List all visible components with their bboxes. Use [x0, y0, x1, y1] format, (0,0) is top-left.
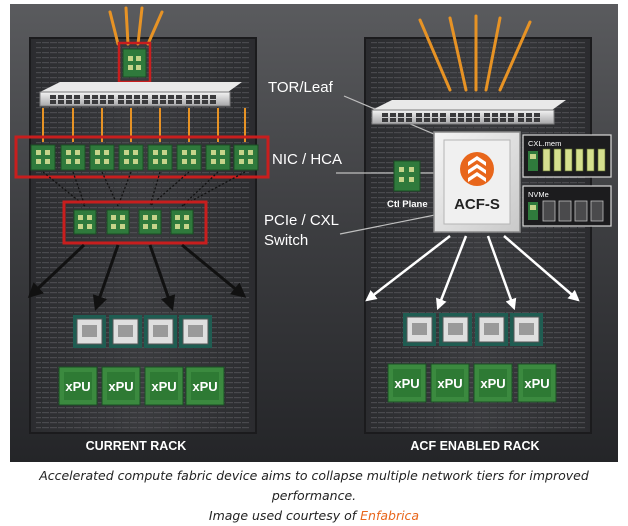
left-uplink-cables — [108, 6, 164, 46]
right-gpu-row — [403, 313, 543, 346]
gpu-module — [510, 313, 543, 346]
nic-chip-row — [30, 144, 259, 171]
xpu-chip: xPU — [185, 366, 225, 406]
xpu-chip: xPU — [101, 366, 141, 406]
nic-chip — [60, 144, 86, 171]
tor-leaf-label: TOR/Leaf — [268, 79, 334, 96]
current-rack-label: CURRENT RACK — [86, 439, 187, 453]
ctl-plane-label: Ctl Plane — [387, 199, 428, 210]
gpu-module — [73, 315, 106, 348]
nvme-drives — [542, 200, 604, 222]
rack-comparison-diagram: xPU xPU xPU xPU TOR/Leaf NIC / HCA PCIe … — [10, 4, 618, 462]
svg-text:xPU: xPU — [192, 379, 217, 394]
nvme-label: NVMe — [528, 190, 549, 199]
xpu-chip: xPU — [58, 366, 98, 406]
right-tor-switch-ports — [382, 113, 540, 122]
right-fanout-arrows — [365, 235, 580, 311]
pcie-chip — [73, 209, 97, 235]
acf-s-label: ACF-S — [454, 196, 500, 213]
gpu-module — [144, 315, 177, 348]
nic-hca-label: NIC / HCA — [272, 151, 342, 168]
right-uplink-cables — [418, 14, 532, 92]
nic-hca-highlight — [14, 135, 270, 179]
acf-enabled-rack-label: ACF ENABLED RACK — [410, 439, 539, 453]
svg-text:xPU: xPU — [65, 379, 90, 394]
nic-chip — [30, 144, 56, 171]
xpu-chip: xPU — [517, 363, 557, 403]
acf-logo-mark — [468, 156, 486, 182]
nic-chip — [118, 144, 144, 171]
nic-chip — [89, 144, 115, 171]
gpu-module — [475, 313, 508, 346]
cxl-memory-sticks — [542, 148, 606, 172]
pcie-chip — [106, 209, 130, 235]
nic-chip — [233, 144, 259, 171]
nic-chip — [176, 144, 202, 171]
xpu-chip: xPU — [430, 363, 470, 403]
pcie-chip-row — [73, 209, 194, 235]
svg-text:xPU: xPU — [108, 379, 133, 394]
caption-line-2: Image used courtesy of Enfabrica — [0, 506, 628, 526]
xpu-chip: xPU — [473, 363, 513, 403]
pcie-chip — [170, 209, 194, 235]
left-tor-chip-cells — [128, 56, 141, 70]
figure-caption: Accelerated compute fabric device aims t… — [0, 466, 628, 526]
left-tor-chip — [122, 48, 147, 78]
left-xpu-row: xPU xPU xPU xPU — [58, 366, 225, 406]
xpu-chip: xPU — [144, 366, 184, 406]
svg-text:xPU: xPU — [437, 376, 462, 391]
gpu-module — [403, 313, 436, 346]
cxl-mem-panel: CXL.mem — [522, 134, 612, 178]
ctl-plane-chip — [393, 160, 421, 192]
left-tor-switch — [40, 82, 242, 92]
caption-prefix: Image used courtesy of — [208, 508, 361, 523]
nic-chip — [205, 144, 231, 171]
svg-text:xPU: xPU — [394, 376, 419, 391]
svg-text:xPU: xPU — [151, 379, 176, 394]
svg-text:xPU: xPU — [480, 376, 505, 391]
gpu-module — [179, 315, 212, 348]
right-xpu-row: xPU xPU xPU xPU — [387, 363, 557, 403]
acf-s-chip: ACF-S — [433, 131, 521, 233]
nic-chip — [147, 144, 173, 171]
svg-text:xPU: xPU — [524, 376, 549, 391]
nvme-panel: NVMe — [522, 185, 612, 227]
right-tor-switch — [372, 100, 566, 110]
nic-to-pcie-dotted-links — [42, 171, 246, 207]
caption-line-1: Accelerated compute fabric device aims t… — [39, 468, 589, 503]
gpu-module — [439, 313, 472, 346]
left-gpu-row — [73, 315, 212, 348]
xpu-chip: xPU — [387, 363, 427, 403]
enfabrica-credit-link[interactable]: Enfabrica — [360, 508, 420, 523]
gpu-module — [109, 315, 142, 348]
left-tor-switch-ports — [50, 95, 216, 104]
pcie-cxl-label-line1: PCIe / CXL — [264, 212, 339, 229]
acf-logo — [460, 152, 494, 186]
pcie-switch-highlight — [62, 200, 208, 245]
pcie-cxl-label-line2: Switch — [264, 232, 308, 249]
cxl-mem-label: CXL.mem — [528, 139, 561, 148]
pcie-chip — [138, 209, 162, 235]
left-fanout-arrows — [27, 243, 247, 311]
